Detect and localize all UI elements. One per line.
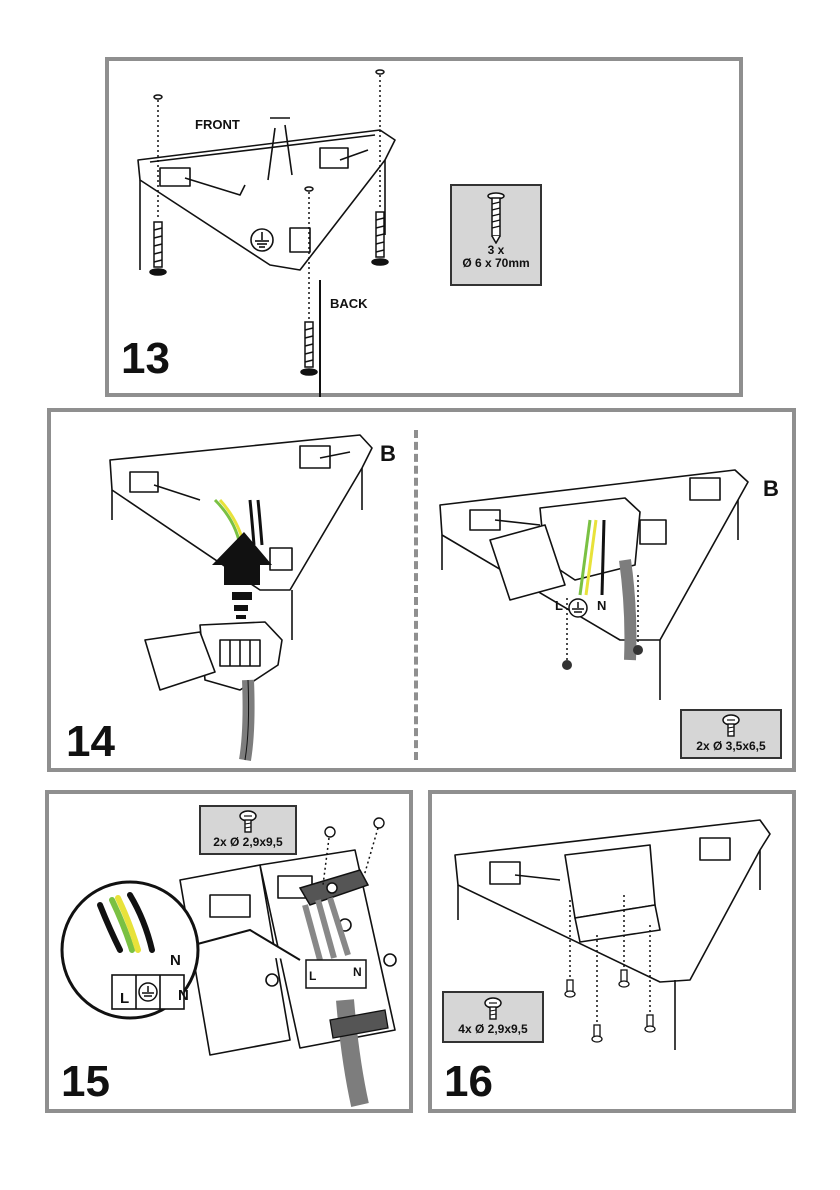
step-13-callout-qty: 3 x <box>487 243 505 257</box>
screw-icon <box>722 714 740 737</box>
front-label: FRONT <box>195 117 240 132</box>
screw-icon <box>484 997 502 1020</box>
step-15-screw-callout: 2x Ø 2,9x9,5 <box>199 805 297 855</box>
step-14-callout-text: 2x Ø 3,5x6,5 <box>696 739 766 753</box>
step-14-b-left: B <box>380 441 396 466</box>
step-13-screw-callout: 3 x Ø 6 x 70mm <box>450 184 542 286</box>
term-n-label: N <box>178 987 189 1004</box>
step-13-callout-size: Ø 6 x 70mm <box>462 256 530 270</box>
arrow-up-icon <box>212 532 272 619</box>
screw-icon <box>239 810 257 833</box>
step-14-b-right: B <box>763 476 779 501</box>
term-l-label: L <box>120 990 130 1007</box>
wire-n-label: N <box>597 598 607 613</box>
step-13-number: 13 <box>121 334 170 383</box>
term-l-small-label: L <box>309 969 317 983</box>
screw-icon <box>564 969 656 1043</box>
step-16-number: 16 <box>444 1057 493 1106</box>
screw-icon <box>487 192 505 244</box>
term-n-top-label: N <box>170 952 181 969</box>
screw-icon <box>149 94 167 276</box>
ground-symbol-icon <box>138 982 158 1002</box>
step-15-callout-text: 2x Ø 2,9x9,5 <box>213 835 283 849</box>
back-label: BACK <box>330 296 368 311</box>
step-16-screw-callout: 4x Ø 2,9x9,5 <box>442 991 544 1043</box>
step-16-callout-text: 4x Ø 2,9x9,5 <box>458 1022 528 1036</box>
ground-symbol-icon <box>250 228 274 252</box>
screw-icon <box>300 186 318 376</box>
step-14-divider <box>414 430 418 760</box>
screw-icon <box>324 817 385 838</box>
screw-icon <box>371 69 389 266</box>
step-14-screw-callout: 2x Ø 3,5x6,5 <box>680 709 782 759</box>
screw-icon <box>562 645 643 670</box>
ground-symbol-icon <box>568 598 588 618</box>
term-n-small-label: N <box>353 965 362 979</box>
wire-l-label: L <box>555 598 563 613</box>
step-15-number: 15 <box>61 1057 110 1106</box>
step-14-number: 14 <box>66 717 115 766</box>
